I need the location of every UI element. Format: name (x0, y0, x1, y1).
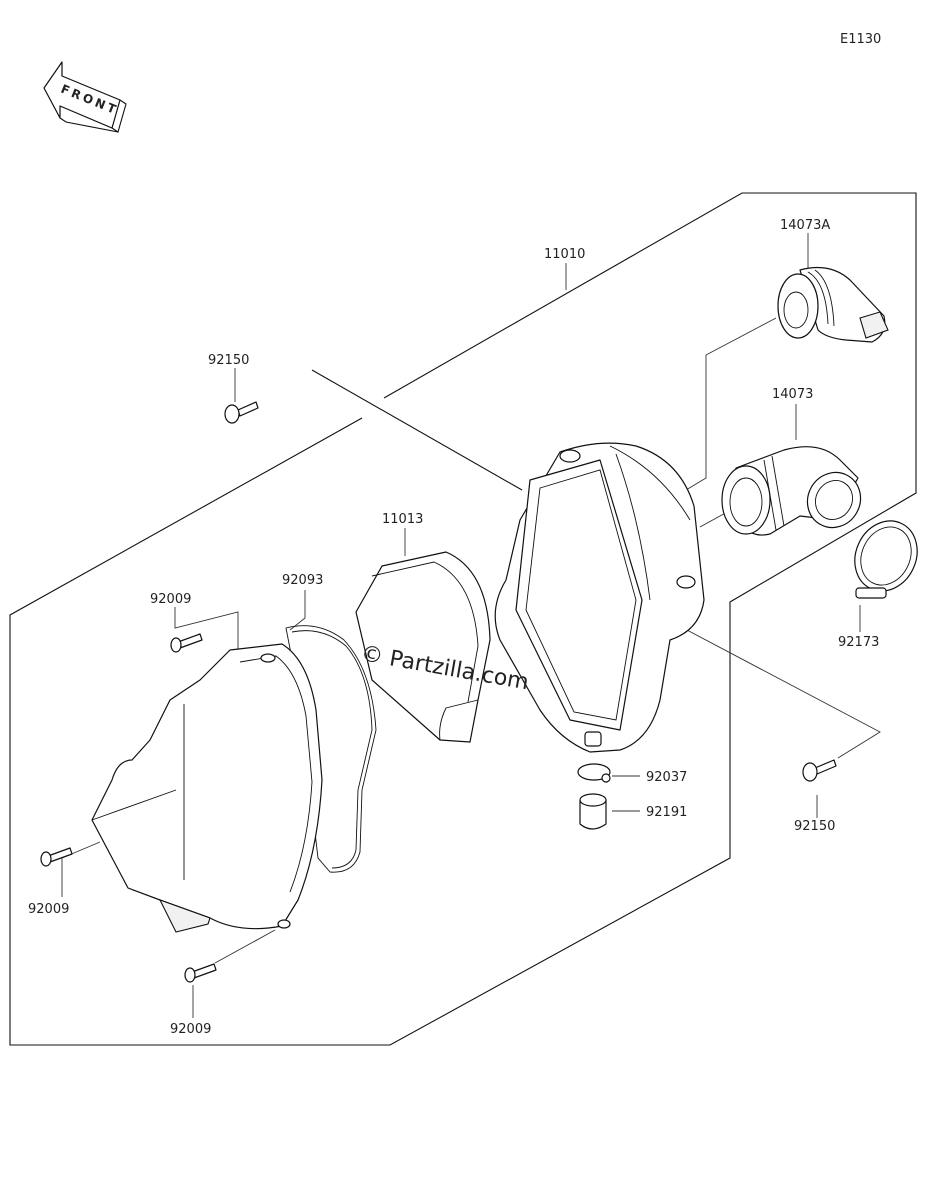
air-box-cover (91, 643, 323, 933)
front-arrow-icon: FRONT (43, 61, 127, 133)
label-11013[interactable]: 11013 (382, 512, 423, 527)
label-92150-right[interactable]: 92150 (794, 819, 835, 834)
screw-92009-left (40, 847, 73, 867)
label-92191[interactable]: 92191 (646, 805, 687, 820)
screw-92009-bottom (184, 963, 217, 983)
tube-92191 (579, 793, 607, 830)
label-92173[interactable]: 92173 (838, 635, 879, 650)
label-92009-left[interactable]: 92009 (28, 902, 69, 917)
clip-92037 (577, 763, 611, 783)
diagram-code: E1130 (840, 32, 881, 47)
label-14073a[interactable]: 14073A (780, 218, 830, 233)
gasket-92093 (285, 625, 377, 873)
label-92150-top[interactable]: 92150 (208, 353, 249, 368)
bolt-92150-right (802, 759, 837, 782)
label-14073[interactable]: 14073 (772, 387, 813, 402)
duct-elbow-14073a (777, 267, 889, 343)
label-11010[interactable]: 11010 (544, 247, 585, 262)
bolt-92150-top (224, 401, 259, 424)
duct-14073 (721, 446, 862, 536)
assembly-outline-link (311, 369, 523, 491)
filter-element-11013 (355, 551, 491, 743)
label-92037[interactable]: 92037 (646, 770, 687, 785)
label-92009-top[interactable]: 92009 (150, 592, 191, 607)
assembly-outline (9, 192, 917, 1046)
screw-92009-top (170, 633, 203, 653)
clamp-92173 (854, 520, 918, 599)
label-92009-bottom[interactable]: 92009 (170, 1022, 211, 1037)
air-box-case-11010 (494, 442, 705, 753)
label-92093[interactable]: 92093 (282, 573, 323, 588)
